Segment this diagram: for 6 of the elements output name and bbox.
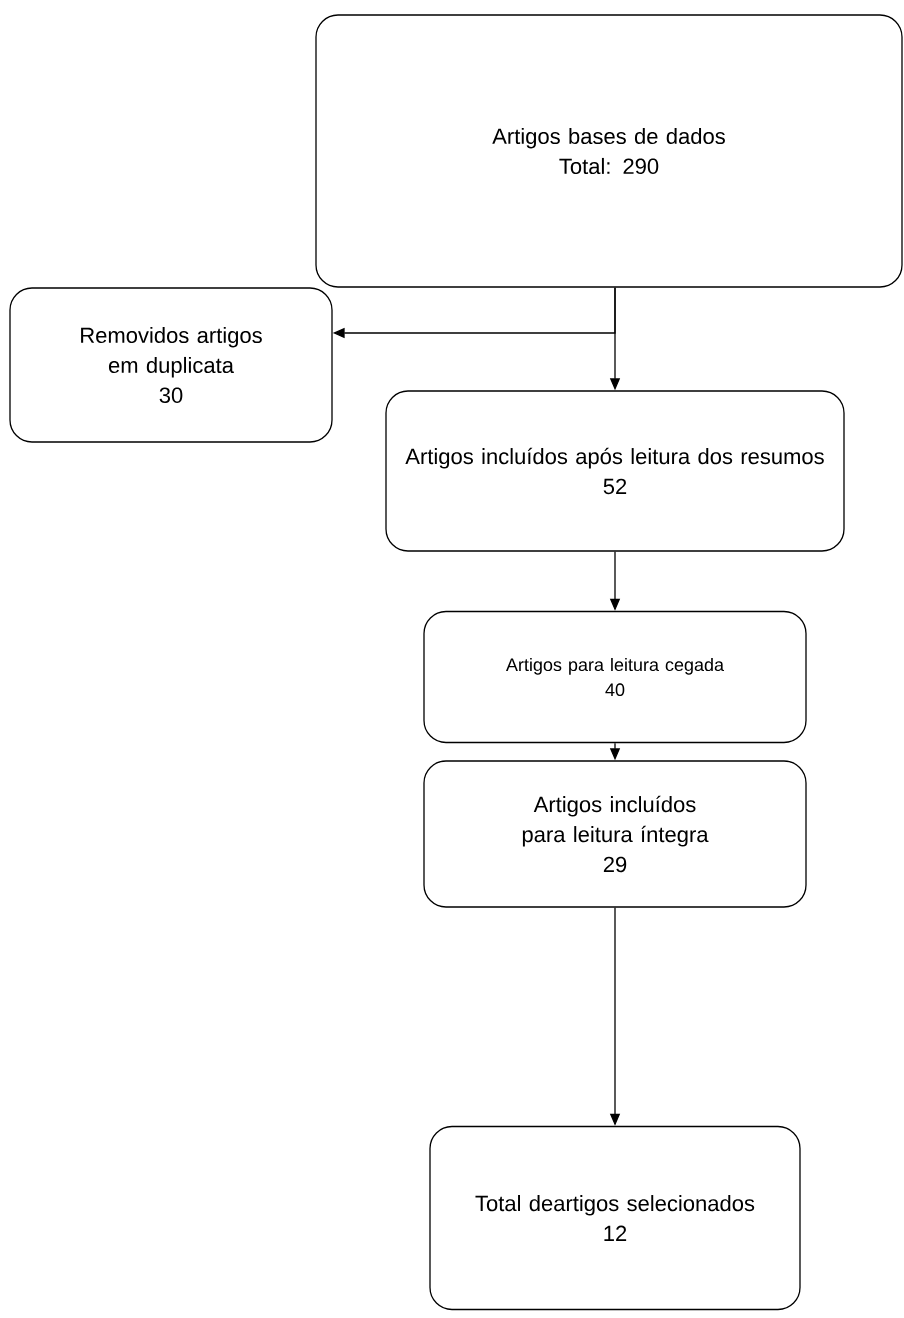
process-box: Total deartigos selecionados 12: [429, 1125, 801, 1311]
process-box: Removidos artigos em duplicata 30: [9, 287, 333, 443]
process-box: Artigos incluídos após leitura dos resumos 52: [385, 390, 845, 552]
process-box: Artigos incluídos para leitura íntegra 29: [423, 760, 807, 908]
process-box: Artigos para leitura cegada 40: [423, 610, 807, 744]
process-box: Artigos bases de dados Total: 290: [315, 14, 903, 288]
